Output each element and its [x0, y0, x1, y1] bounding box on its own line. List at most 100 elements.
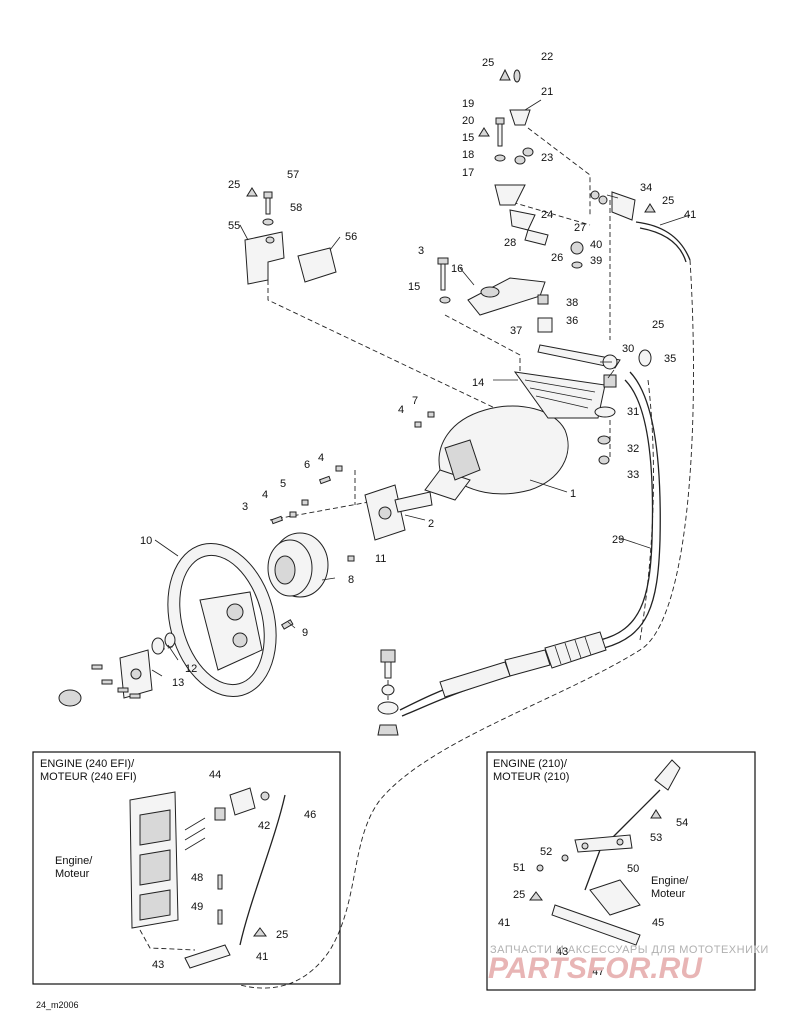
callout-3b: 3	[418, 245, 424, 257]
part-10-steering-wheel	[167, 542, 277, 698]
bolts	[437, 68, 584, 304]
watermark-line1: ЗАПЧАСТИ И АКСЕССУАРЫ ДЛЯ МОТОТЕХНИКИ	[490, 944, 769, 956]
part-55-56-clips	[244, 187, 337, 285]
callout-22: 22	[541, 51, 553, 63]
callout-38: 38	[566, 297, 578, 309]
callout-25d: 25	[652, 319, 664, 331]
callout-33: 33	[627, 469, 639, 481]
callout-49: 49	[191, 901, 203, 913]
callout-2: 2	[428, 518, 434, 530]
callout-4c: 4	[398, 404, 404, 416]
part-21-bracket	[494, 109, 549, 246]
callout-32: 32	[627, 443, 639, 455]
callout-leaders	[151, 99, 691, 677]
callout-25a: 25	[482, 57, 494, 69]
callout-45: 45	[652, 917, 664, 929]
inset-left-title-2: MOTEUR (240 EFI)	[40, 771, 137, 783]
callout-labels: 1 2 3 3 4 4 4 5 6 7 8 9 10 11 12 13 14 1…	[140, 51, 696, 978]
callout-13: 13	[172, 677, 184, 689]
callout-3: 3	[242, 501, 248, 513]
cable-ball-joint	[377, 649, 399, 736]
inset-right-engine-2: Moteur	[651, 888, 686, 900]
callout-41c: 41	[498, 917, 510, 929]
callout-41b: 41	[256, 951, 268, 963]
inset-left-titles: ENGINE (240 EFI)/ MOTEUR (240 EFI) Engin…	[40, 758, 137, 880]
callout-52: 52	[540, 846, 552, 858]
callout-42: 42	[258, 820, 270, 832]
callout-17: 17	[462, 167, 474, 179]
callout-18: 18	[462, 149, 474, 161]
callout-31: 31	[627, 406, 639, 418]
callout-11: 11	[375, 553, 386, 565]
callout-15b: 15	[462, 132, 474, 144]
callout-25e: 25	[276, 929, 288, 941]
callout-23: 23	[541, 152, 553, 164]
callout-53: 53	[650, 832, 662, 844]
callout-4: 4	[262, 489, 268, 501]
part-13-flange	[58, 632, 176, 707]
callout-30: 30	[622, 343, 634, 355]
callout-7: 7	[412, 395, 418, 407]
callout-25f: 25	[513, 889, 525, 901]
callout-1: 1	[570, 488, 576, 500]
part-2-column-bracket	[364, 484, 433, 541]
callout-57: 57	[287, 169, 299, 181]
callout-29: 29	[612, 534, 624, 546]
callout-25b: 25	[228, 179, 240, 191]
callout-36: 36	[566, 315, 578, 327]
callout-47: 47	[592, 966, 604, 978]
part-14-arm-support	[513, 344, 621, 419]
callout-19: 19	[462, 98, 474, 110]
callout-6: 6	[304, 459, 310, 471]
part-8-hub-drum	[267, 532, 329, 598]
callout-40: 40	[590, 239, 602, 251]
callout-14: 14	[472, 377, 484, 389]
callout-44: 44	[209, 769, 221, 781]
callout-12: 12	[185, 663, 197, 675]
callout-41a: 41	[684, 209, 696, 221]
callout-43a: 43	[152, 959, 164, 971]
callout-24: 24	[541, 209, 553, 221]
inset-right-title-1: ENGINE (210)/	[493, 758, 568, 770]
callout-8: 8	[348, 574, 354, 586]
inset-engine-240-efi	[32, 751, 341, 985]
inset-left-engine-2: Moteur	[55, 868, 90, 880]
inset-engine-210	[486, 751, 756, 991]
callout-48: 48	[191, 872, 203, 884]
callout-37: 37	[510, 325, 522, 337]
callout-58: 58	[290, 202, 302, 214]
inset-left-title-1: ENGINE (240 EFI)/	[40, 758, 135, 770]
cable-boot	[439, 631, 607, 698]
callout-21: 21	[541, 86, 553, 98]
callout-25c: 25	[662, 195, 674, 207]
callout-26: 26	[551, 252, 563, 264]
callout-20: 20	[462, 115, 474, 127]
callout-28: 28	[504, 237, 516, 249]
part-1-column-housing	[424, 405, 569, 501]
callout-34: 34	[640, 182, 652, 194]
part-16-lever	[467, 277, 549, 316]
callout-16: 16	[451, 263, 463, 275]
callout-43b: 43	[556, 946, 568, 958]
callout-9: 9	[302, 627, 308, 639]
callout-46: 46	[304, 809, 316, 821]
callout-5: 5	[280, 478, 286, 490]
callout-50: 50	[627, 863, 639, 875]
screws	[91, 411, 435, 699]
callout-54: 54	[676, 817, 688, 829]
figure-code: 24_m2006	[36, 1000, 79, 1010]
callout-56: 56	[345, 231, 357, 243]
part-34-bracket	[590, 190, 656, 221]
callout-10: 10	[140, 535, 152, 547]
callout-35: 35	[664, 353, 676, 365]
inset-left-engine-1: Engine/	[55, 855, 93, 867]
watermark-line2: PARTSFOR.RU	[488, 952, 703, 985]
callout-55: 55	[228, 220, 240, 232]
callout-4b: 4	[318, 452, 324, 464]
callout-51: 51	[513, 862, 525, 874]
inset-right-title-2: MOTEUR (210)	[493, 771, 569, 783]
callout-27: 27	[574, 222, 586, 234]
callout-39: 39	[590, 255, 602, 267]
part-30-31-32-33-35-joint	[537, 317, 652, 465]
